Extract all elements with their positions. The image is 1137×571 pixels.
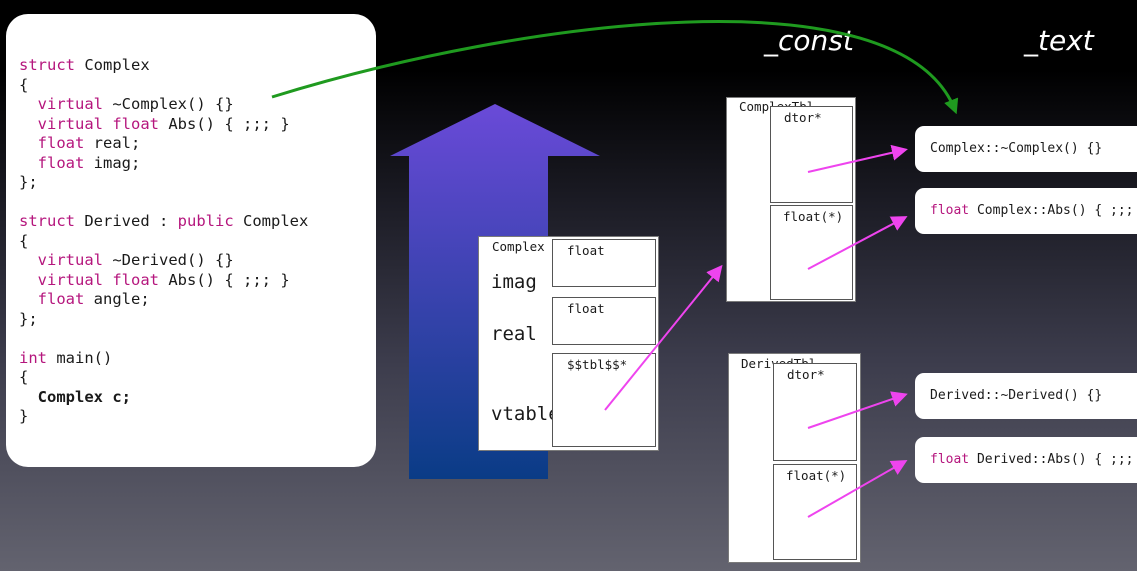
code-line: virtual float Abs() { ;;; } <box>19 115 290 135</box>
code-keyword: virtual <box>37 251 103 269</box>
code-text: angle; <box>84 290 150 308</box>
code-line: { <box>19 76 28 96</box>
code-line: { <box>19 368 28 388</box>
code-line: Complex c; <box>19 388 131 408</box>
complex-dtor-arrow <box>807 144 908 173</box>
code-keyword: int <box>19 348 47 367</box>
code-keyword: float <box>37 134 85 152</box>
code-keyword: struct <box>19 212 75 230</box>
code-text: Complex c; <box>37 387 131 406</box>
const-segment-label: _const <box>764 24 854 57</box>
derived-abs-box: float Derived::Abs() { ;;; } <box>915 437 1137 483</box>
derived-abs-keyword: float <box>930 452 970 467</box>
complex-abs-box: float Complex::Abs() { ;;; } <box>915 188 1137 234</box>
code-line: virtual ~Derived() {} <box>19 251 234 271</box>
code-line: struct Derived : public Complex <box>19 212 308 232</box>
code-line: } <box>19 407 28 427</box>
vtable-pointer-arrow <box>604 264 723 411</box>
vtable-field-label: vtable <box>491 403 560 425</box>
code-text: Abs() { ;;; } <box>159 114 290 133</box>
complex-abs-code: Complex::Abs() { ;;; } <box>969 203 1137 218</box>
code-line: virtual ~Complex() {} <box>19 95 234 115</box>
complex-destructor-box: Complex::~Complex() {} <box>915 126 1137 172</box>
complex-object-box: Complex imag real vtable float float $$t… <box>478 236 659 451</box>
code-keyword: virtual float <box>37 114 159 133</box>
code-line: int main() <box>19 349 112 369</box>
imag-float-cell: float <box>552 239 656 287</box>
derived-abs-arrow <box>807 460 908 518</box>
derived-vtable-box: DerivedTbl dtor* float(*) <box>728 353 861 563</box>
object-title: Complex <box>492 239 545 254</box>
code-text: Complex <box>233 212 309 230</box>
real-field-label: real <box>491 323 537 345</box>
code-keyword: virtual <box>37 95 103 113</box>
complex-abs-arrow <box>807 216 908 270</box>
code-keyword: struct <box>19 56 75 74</box>
code-line: virtual float Abs() { ;;; } <box>19 271 290 291</box>
code-text: real; <box>84 134 141 152</box>
code-keyword: public <box>177 212 234 230</box>
code-text: ~Complex() {} <box>103 95 234 113</box>
complex-vtable-box: ComplexTbl dtor* float(*) <box>726 97 856 302</box>
code-to-text-link-arrow <box>271 20 959 115</box>
code-line: float angle; <box>19 290 150 310</box>
code-line: float imag; <box>19 153 141 174</box>
derived-destructor-code: Derived::~Derived() {} <box>930 388 1103 403</box>
code-keyword: virtual float <box>37 270 159 289</box>
code-keyword: float <box>37 153 85 172</box>
complex-abs-keyword: float <box>930 203 970 218</box>
code-text: main() <box>47 348 113 367</box>
complex-destructor-code: Complex::~Complex() {} <box>930 141 1103 156</box>
derived-dtor-arrow <box>807 391 908 429</box>
text-segment-label: _text <box>1024 24 1094 57</box>
code-text: imag; <box>84 153 141 172</box>
code-line: float real; <box>19 134 141 154</box>
code-text: Complex <box>75 56 150 74</box>
source-code-panel: struct Complex{ virtual ~Complex() {} vi… <box>6 14 376 467</box>
code-text: Abs() { ;;; } <box>159 270 290 289</box>
code-text: } <box>19 407 29 425</box>
code-line: }; <box>19 310 38 330</box>
code-line: { <box>19 232 28 252</box>
code-line: struct Complex <box>19 56 150 76</box>
code-text: { <box>19 368 29 386</box>
real-float-cell: float <box>552 297 656 345</box>
derived-destructor-box: Derived::~Derived() {} <box>915 373 1137 419</box>
complex-dtor-slot: dtor* <box>770 106 853 203</box>
code-text: { <box>19 231 29 250</box>
code-text: }; <box>19 173 38 191</box>
imag-field-label: imag <box>491 271 537 293</box>
code-text: { <box>19 75 29 94</box>
code-text: }; <box>19 309 38 328</box>
code-keyword: float <box>37 290 85 308</box>
code-line: }; <box>19 173 38 193</box>
derived-abs-code: Derived::Abs() { ;;; } <box>969 452 1137 467</box>
code-text: Derived : <box>75 212 178 230</box>
code-text: ~Derived() {} <box>103 251 234 269</box>
